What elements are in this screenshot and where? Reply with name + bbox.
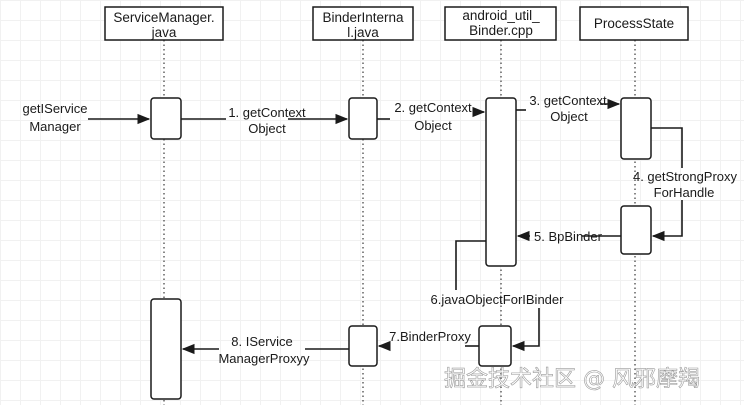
message-4-label-1: 4. getStrongProxy [633, 169, 738, 184]
activation-binderinternal-1 [348, 97, 378, 140]
caller-label-1: getIService [22, 101, 87, 116]
message-3-label-2: Object [550, 109, 588, 124]
message-1-label-2: Object [248, 121, 286, 136]
message-8-label-1: 8. IService [231, 334, 292, 349]
message-6-label: 6.javaObjectForIBinder [431, 292, 565, 307]
participant-label-binderinternal-2: l.java [347, 25, 379, 40]
participant-box-processstate [579, 6, 689, 41]
message-5-label: 5. BpBinder [534, 229, 603, 244]
message-3-label-1: 3. getContext [529, 93, 607, 108]
participant-label-processstate: ProcessState [594, 16, 674, 31]
activation-processstate-2 [620, 205, 652, 255]
participant-label-android-util-binder-1: android_util_ [462, 8, 540, 23]
arrow-msg-6 [455, 240, 486, 290]
activation-binderinternal-2 [348, 325, 378, 367]
arrow-msg-6-b [511, 308, 540, 352]
activation-processstate-1 [620, 97, 652, 160]
participant-box-android-util-binder [444, 6, 557, 41]
participant-label-android-util-binder-2: Binder.cpp [469, 23, 533, 38]
arrow-msg-4 [651, 127, 683, 168]
participant-label-servicemanager-2: java [151, 25, 177, 40]
message-8-label-2: ManagerProxyy [218, 351, 310, 366]
watermark: 掘金技术社区 @ 风邪摩羯 [444, 367, 700, 392]
message-2-label-1: 2. getContext [394, 100, 472, 115]
message-4-label-2: ForHandle [654, 185, 715, 200]
activation-android-util-binder [485, 97, 517, 267]
message-1-label-1: 1. getContext [228, 105, 306, 120]
activation-android-util-binder-2 [478, 325, 512, 367]
participant-box-servicemanager [104, 6, 224, 41]
participant-box-binderinternal [312, 6, 414, 41]
participant-label-servicemanager-1: ServiceManager. [113, 10, 214, 25]
message-2-label-2: Object [414, 118, 452, 133]
message-7-label: 7.BinderProxy [389, 329, 471, 344]
activation-servicemanager-2 [150, 298, 182, 400]
activation-servicemanager-1 [150, 97, 182, 140]
caller-label-2: Manager [29, 119, 81, 134]
participant-label-binderinternal-1: BinderInterna [322, 10, 404, 25]
arrow-msg-4-b [651, 200, 683, 242]
